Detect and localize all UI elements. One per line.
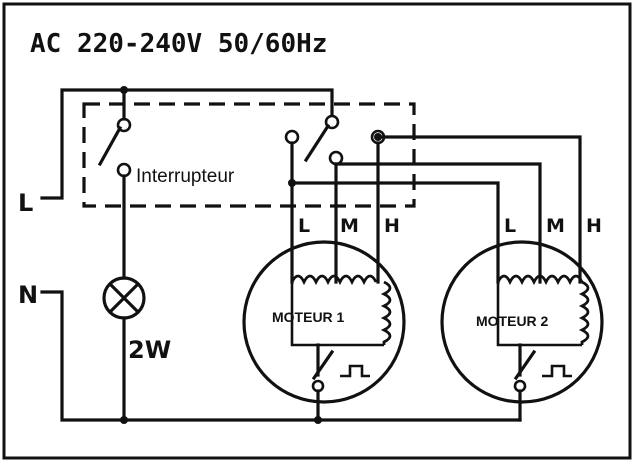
m1-terminal-H: H (384, 215, 400, 237)
m1-thermal-icon (340, 364, 370, 378)
lamp-icon (102, 276, 146, 320)
line-wire (40, 88, 126, 200)
m1-winding-side (380, 280, 392, 345)
m2-thermal-icon (542, 364, 572, 378)
m2-terminal-L: L (504, 215, 516, 237)
lamp-wattage-label: 2W (128, 336, 171, 364)
switch-label: Interrupteur (136, 166, 235, 187)
node-neutral-lamp (120, 416, 128, 424)
motor2-label: MOTEUR 2 (476, 313, 549, 329)
m1-terminal-M: M (340, 215, 359, 237)
m2-winding-top (496, 274, 584, 286)
motor2: MOTEUR 2 (440, 240, 604, 422)
motor1: MOTEUR 1 (242, 240, 406, 422)
switch1-bottom-terminal (116, 162, 132, 178)
feed-wire (122, 88, 334, 118)
m2-terminal-H: H (586, 215, 602, 237)
m2-winding-side (578, 280, 590, 345)
node-L-bus (288, 179, 296, 187)
m2-terminal-M: M (546, 215, 565, 237)
m1-winding-left (290, 282, 384, 347)
line-label: L (18, 189, 33, 217)
neutral-wire (40, 290, 522, 422)
selector-terminal-low (284, 129, 300, 145)
supply-title: AC 220-240V 50/60Hz (30, 29, 327, 59)
motor1-label: MOTEUR 1 (272, 309, 345, 325)
m1-winding-top (290, 274, 378, 286)
m1-thermal-switch (311, 349, 335, 381)
m2-winding-left (496, 282, 582, 347)
neutral-label: N (18, 281, 38, 309)
selector-terminal-mid (328, 150, 344, 166)
m2-thermal-switch (513, 349, 537, 381)
switch1-blade (97, 125, 123, 167)
selector-blade (303, 123, 331, 163)
speed-wire-H-bus (376, 135, 582, 284)
node-H-bus (374, 133, 382, 141)
node-top (120, 86, 128, 94)
speed-wire-L-bus (290, 181, 500, 284)
switch-box (82, 102, 416, 208)
m1-terminal-L: L (298, 215, 310, 237)
